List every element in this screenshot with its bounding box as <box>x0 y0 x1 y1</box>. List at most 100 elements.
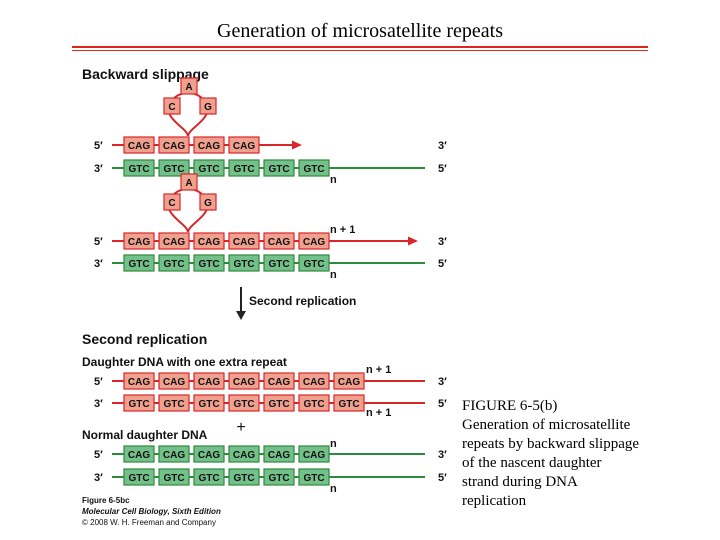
repeat-box <box>228 372 260 390</box>
three-prime-label: 3′ <box>94 398 103 410</box>
repeat-label: GTC <box>198 399 219 410</box>
repeat-label: GTC <box>198 164 219 175</box>
repeat-label: GTC <box>128 473 149 484</box>
loop-base-box <box>180 173 198 191</box>
plus-sign: + <box>236 419 245 436</box>
repeat-box <box>298 254 330 272</box>
copyright-credit: © 2008 W. H. Freeman and Company <box>82 518 216 527</box>
five-prime-label: 5′ <box>94 236 103 248</box>
repeat-box <box>158 445 190 463</box>
loop-base-label: C <box>168 102 175 113</box>
arrow-label: Second replication <box>249 294 356 308</box>
five-prime-label: 5′ <box>438 258 447 270</box>
repeat-label: CAG <box>128 377 150 388</box>
repeat-label: GTC <box>303 473 324 484</box>
repeat-label: GTC <box>338 399 359 410</box>
repeat-label: GTC <box>128 259 149 270</box>
loop-base-label: A <box>185 82 192 93</box>
repeat-box <box>333 372 365 390</box>
repeat-label: GTC <box>233 473 254 484</box>
repeat-label: CAG <box>268 450 290 461</box>
repeat-label: CAG <box>128 141 150 152</box>
repeat-box <box>158 232 190 250</box>
repeat-box <box>158 468 190 486</box>
panel-heading-backward-slippage: Backward slippage <box>82 66 209 82</box>
loop-base-box <box>163 97 181 115</box>
title-underline-thin <box>72 50 648 51</box>
repeat-label: CAG <box>268 237 290 248</box>
loop-base-box <box>163 193 181 211</box>
strand-arrowhead <box>292 140 302 150</box>
repeat-box <box>158 394 190 412</box>
page-title: Generation of microsatellite repeats <box>217 20 503 42</box>
extra-repeat-label: Daughter DNA with one extra repeat <box>82 355 287 369</box>
repeat-label: GTC <box>163 259 184 270</box>
three-prime-label: 3′ <box>438 236 447 248</box>
repeat-label: CAG <box>233 377 255 388</box>
repeat-box <box>123 254 155 272</box>
repeat-label: CAG <box>233 237 255 248</box>
repeat-label: GTC <box>268 399 289 410</box>
three-prime-label: 3′ <box>94 258 103 270</box>
three-prime-label: 3′ <box>438 449 447 461</box>
repeat-box <box>263 232 295 250</box>
five-prime-label: 5′ <box>438 163 447 175</box>
repeat-box <box>228 159 260 177</box>
three-prime-label: 3′ <box>94 472 103 484</box>
five-prime-label: 5′ <box>438 398 447 410</box>
repeat-box <box>263 372 295 390</box>
repeat-label: GTC <box>233 164 254 175</box>
repeat-box <box>263 254 295 272</box>
repeat-box <box>123 468 155 486</box>
repeat-box <box>298 394 330 412</box>
repeat-label: GTC <box>233 399 254 410</box>
repeat-box <box>123 445 155 463</box>
repeat-box <box>228 468 260 486</box>
loop-base-box <box>199 193 217 211</box>
repeat-count-n-plus-1: n + 1 <box>330 224 355 236</box>
repeat-count-n: n <box>330 483 337 495</box>
repeat-label: CAG <box>128 450 150 461</box>
repeat-box <box>228 136 260 154</box>
repeat-box <box>263 468 295 486</box>
repeat-box <box>123 159 155 177</box>
caption-line: Generation of microsatellite <box>462 417 631 433</box>
loop-base-box <box>180 77 198 95</box>
repeat-box <box>158 159 190 177</box>
repeat-label: GTC <box>268 164 289 175</box>
repeat-label: GTC <box>303 164 324 175</box>
repeat-box <box>123 372 155 390</box>
caption-line: FIGURE 6-5(b) <box>462 398 558 414</box>
repeat-label: CAG <box>338 377 360 388</box>
loop-base-label: C <box>168 198 175 209</box>
repeat-box <box>193 232 225 250</box>
repeat-label: CAG <box>233 450 255 461</box>
repeat-count-n-plus-1: n + 1 <box>366 364 391 376</box>
repeat-count-n: n <box>330 174 337 186</box>
repeat-box <box>193 372 225 390</box>
repeat-box <box>123 136 155 154</box>
loop-base-label: G <box>204 198 212 209</box>
repeat-label: CAG <box>198 450 220 461</box>
repeat-box <box>263 445 295 463</box>
repeat-box <box>193 136 225 154</box>
repeat-label: GTC <box>198 473 219 484</box>
repeat-label: CAG <box>198 377 220 388</box>
figure-credit: Figure 6-5bc <box>82 496 130 505</box>
caption-line: of the nascent daughter <box>462 455 602 471</box>
down-arrow-head <box>236 311 246 320</box>
repeat-label: CAG <box>198 237 220 248</box>
repeat-box <box>298 372 330 390</box>
repeat-box <box>193 445 225 463</box>
repeat-count-n: n <box>330 438 337 450</box>
repeat-label: GTC <box>163 399 184 410</box>
repeat-label: CAG <box>268 377 290 388</box>
repeat-box <box>298 232 330 250</box>
figure-caption: FIGURE 6-5(b) Generation of microsatelli… <box>462 397 712 511</box>
repeat-label: GTC <box>268 473 289 484</box>
repeat-box <box>193 159 225 177</box>
loop-base-label: A <box>185 178 192 189</box>
five-prime-label: 5′ <box>94 140 103 152</box>
